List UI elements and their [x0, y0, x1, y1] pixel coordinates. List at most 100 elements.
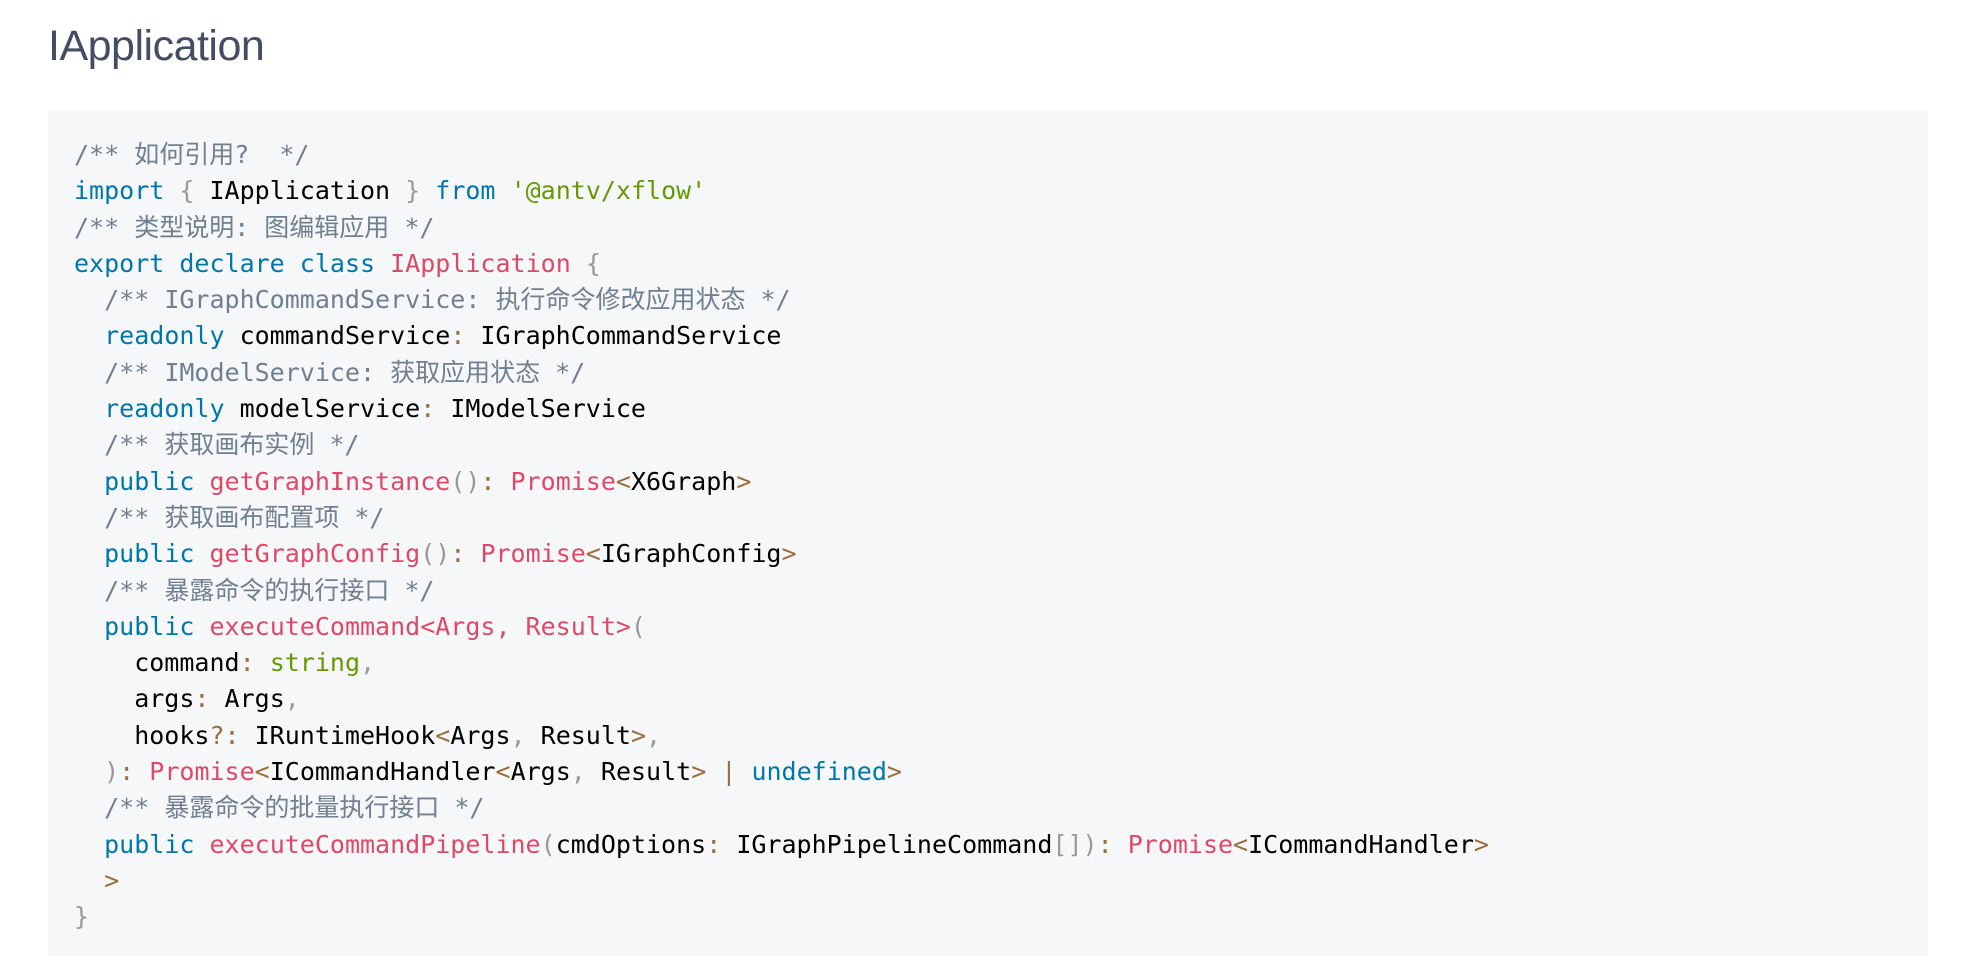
code-line: public getGraphConfig(): Promise<IGraphC… — [74, 536, 1928, 572]
code-function-name: executeCommandPipeline — [209, 829, 541, 859]
code-string: '@antv/xflow' — [510, 176, 707, 206]
code-line: public executeCommand<Args, Result>( — [74, 609, 1928, 645]
code-punctuation: , — [360, 648, 376, 678]
code-keyword: from — [435, 176, 496, 206]
code-line: /** 暴露命令的批量执行接口 */ — [74, 790, 1928, 826]
code-text: Result — [585, 757, 692, 787]
code-text: IGraphCommandService — [465, 321, 782, 351]
code-text — [571, 249, 586, 278]
code-function-name: getGraphInstance — [209, 466, 451, 496]
code-operator: > — [630, 720, 647, 750]
code-punctuation: { — [179, 176, 195, 206]
code-lines: /** 如何引用? */ import { IApplication } from… — [74, 137, 1928, 936]
code-function-name: getGraphConfig — [209, 539, 421, 569]
code-text: X6Graph — [630, 466, 737, 496]
code-keyword: readonly — [104, 321, 225, 351]
code-operator: : — [450, 321, 466, 351]
code-text — [194, 612, 209, 641]
code-text — [134, 757, 149, 786]
code-line: ): Promise<ICommandHandler<Args, Result>… — [74, 754, 1928, 790]
code-text: ICommandHandler — [269, 757, 496, 787]
code-text — [164, 176, 179, 205]
code-comment: /** 获取画布配置项 */ — [104, 502, 385, 532]
code-operator: > — [886, 757, 902, 787]
code-function-name: Promise — [510, 466, 616, 496]
code-operator: : — [194, 684, 210, 714]
code-line: command: string, — [74, 645, 1928, 681]
code-text — [194, 830, 209, 859]
code-operator: : — [420, 394, 436, 424]
code-keyword: public — [104, 539, 195, 569]
code-operator: ?: — [209, 720, 240, 750]
code-text — [375, 249, 390, 278]
code-text — [164, 249, 179, 278]
code-text — [194, 539, 209, 568]
code-punctuation: () — [450, 466, 481, 496]
code-punctuation: } — [74, 902, 90, 932]
code-punctuation: } — [405, 176, 421, 206]
code-text: modelService — [224, 394, 421, 424]
page-title: IApplication — [48, 22, 265, 70]
code-punctuation: , — [570, 757, 586, 787]
code-punctuation: , — [646, 720, 662, 750]
code-comment: /** 暴露命令的执行接口 */ — [104, 575, 435, 605]
code-text: ICommandHandler — [1248, 829, 1474, 859]
code-operator: > — [691, 757, 707, 787]
code-keyword: readonly — [104, 394, 225, 424]
code-operator: : — [119, 757, 135, 787]
code-text — [74, 358, 104, 387]
code-punctuation: , — [510, 720, 526, 750]
code-text — [465, 539, 480, 568]
code-punctuation: ( — [540, 829, 556, 859]
code-text: command — [74, 648, 240, 678]
code-text: Result — [525, 720, 631, 750]
code-operator: > — [736, 466, 752, 496]
code-text: IApplication — [194, 176, 406, 206]
code-comment: /** 获取画布实例 */ — [104, 430, 360, 460]
code-keyword: declare — [179, 248, 285, 278]
code-text — [74, 612, 104, 641]
code-line: > — [74, 863, 1928, 899]
code-text: hooks — [74, 720, 210, 750]
code-text — [74, 467, 104, 496]
code-line: args: Args, — [74, 681, 1928, 717]
code-text: Args — [450, 720, 511, 750]
code-keyword: public — [104, 829, 195, 859]
code-text: IRuntimeHook — [239, 720, 436, 750]
code-operator: > — [781, 539, 797, 569]
code-text — [420, 176, 435, 205]
code-text — [194, 467, 209, 496]
code-block[interactable]: /** 如何引用? */ import { IApplication } from… — [48, 110, 1928, 956]
code-text — [495, 467, 510, 496]
code-function-name: Promise — [1127, 829, 1234, 859]
code-operator: < — [1233, 829, 1249, 859]
code-text — [74, 793, 104, 822]
code-keyword: public — [104, 611, 195, 641]
code-operator: < — [495, 757, 511, 787]
code-function-name: IApplication — [390, 248, 571, 278]
code-line: /** IModelService: 获取应用状态 */ — [74, 355, 1928, 391]
code-function-name: Promise — [149, 757, 255, 787]
code-text: IGraphPipelineCommand — [721, 829, 1053, 859]
code-text — [74, 430, 104, 459]
code-text: Args — [209, 684, 285, 714]
code-punctuation: () — [420, 539, 451, 569]
code-operator: > — [1473, 829, 1489, 859]
code-keyword: import — [74, 176, 165, 206]
code-comment: /** 如何引用? */ — [74, 140, 310, 169]
code-function-name: executeCommand<Args, Result> — [209, 611, 631, 641]
code-text — [496, 176, 511, 205]
code-punctuation: []) — [1052, 829, 1098, 859]
code-text: cmdOptions — [555, 829, 707, 859]
code-punctuation: , — [284, 684, 300, 714]
code-text — [706, 757, 721, 786]
code-text — [74, 394, 104, 423]
code-text — [74, 539, 104, 568]
code-keyword: public — [104, 466, 195, 496]
code-line: hooks?: IRuntimeHook<Args, Result>, — [74, 718, 1928, 754]
code-text — [74, 866, 104, 895]
code-text — [74, 830, 104, 859]
code-comment: /** 暴露命令的批量执行接口 */ — [104, 793, 485, 823]
code-text: IModelService — [435, 394, 646, 424]
code-line: public getGraphInstance(): Promise<X6Gra… — [74, 464, 1928, 500]
